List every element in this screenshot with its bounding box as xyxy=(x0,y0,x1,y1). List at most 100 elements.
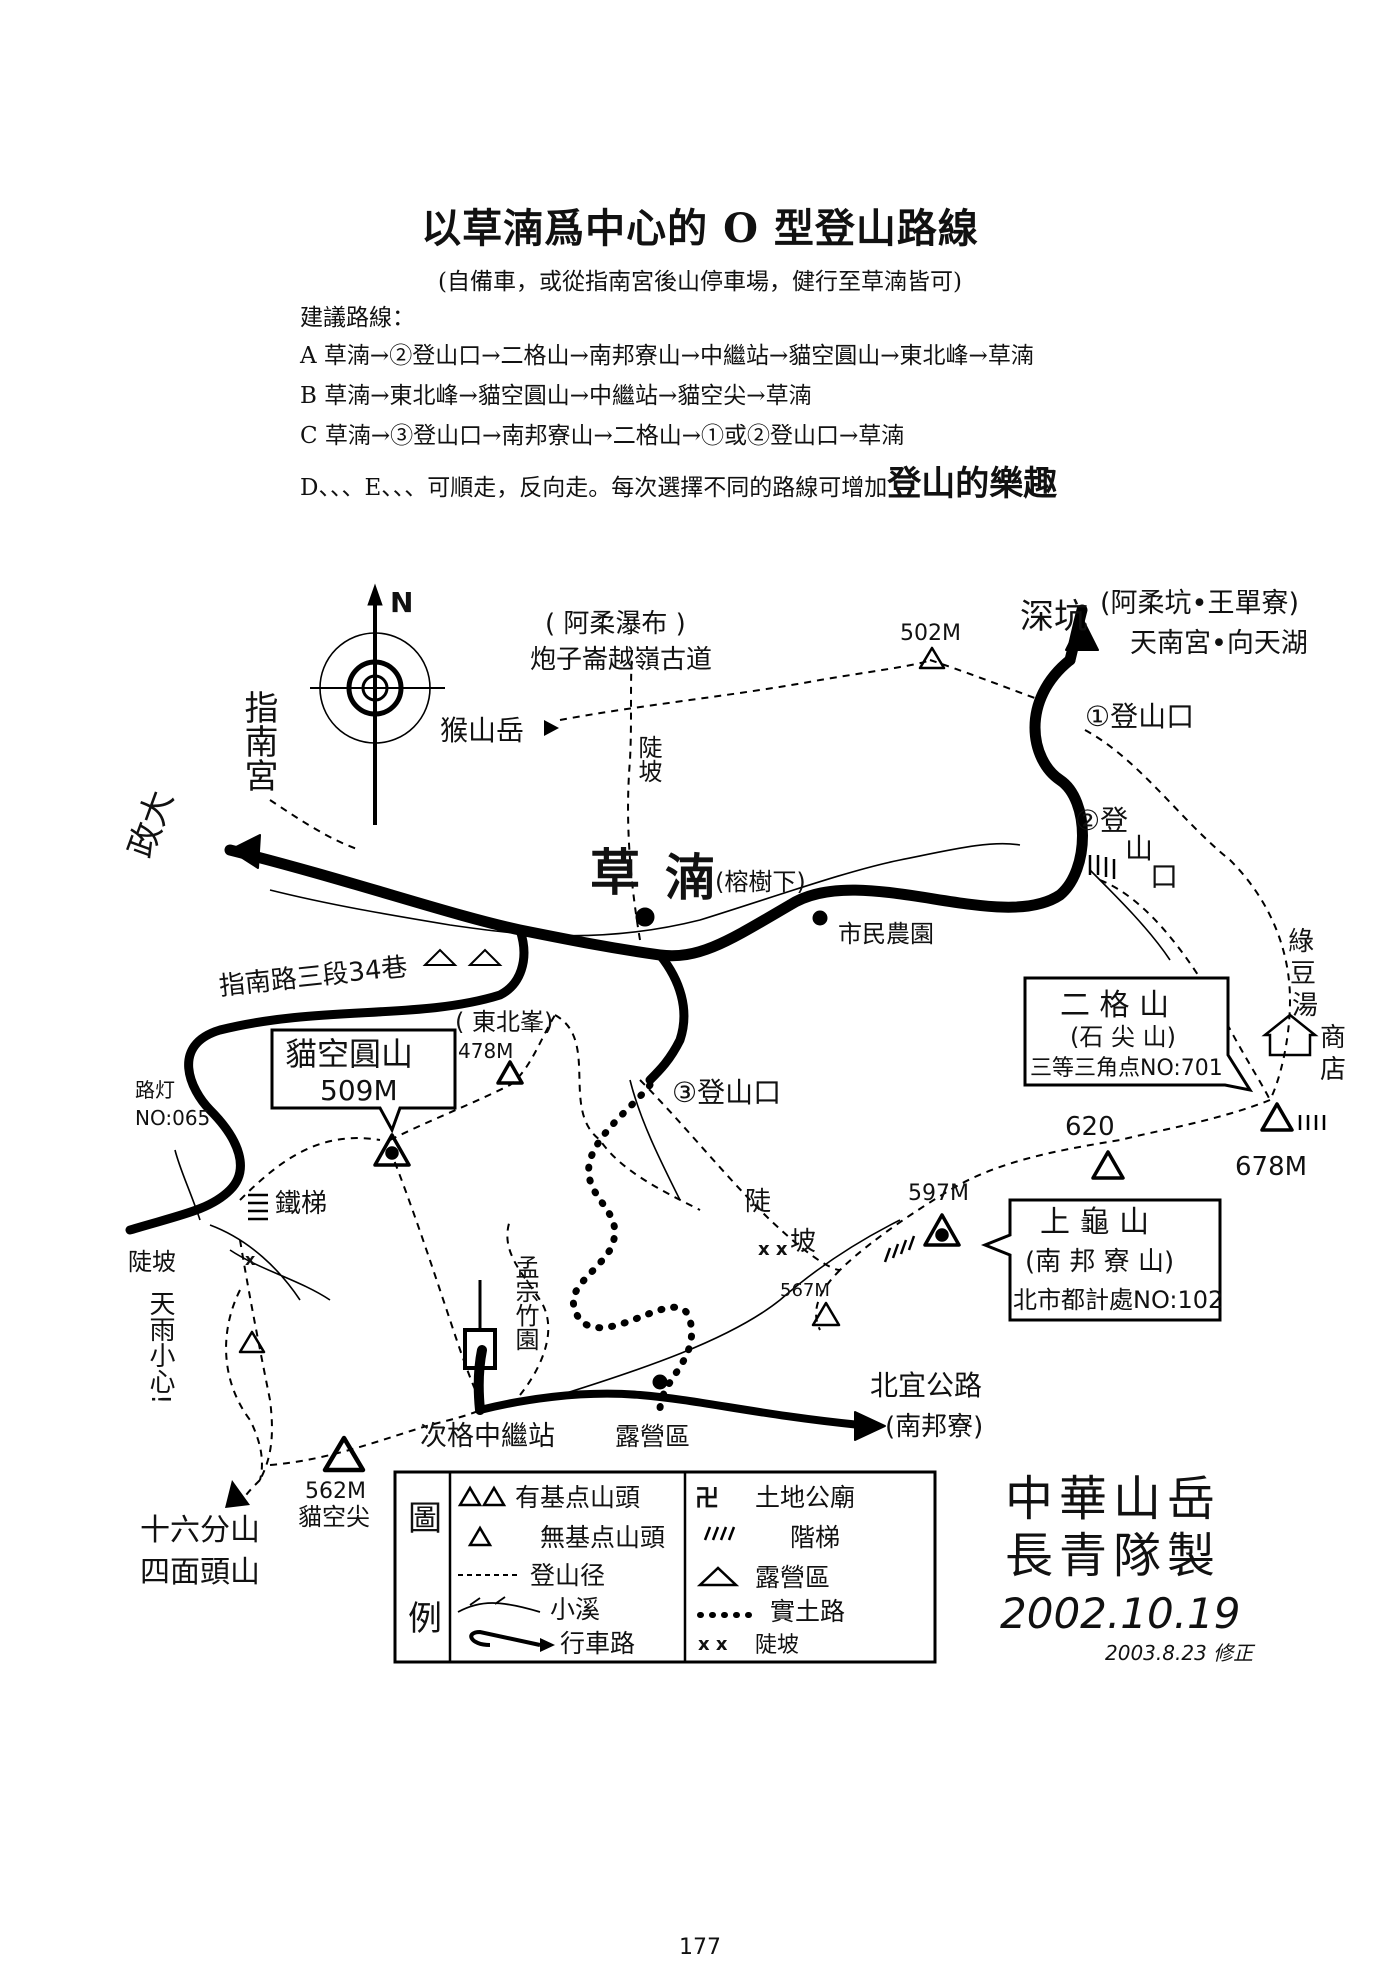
label-shanggui-title: 上 龜 山 xyxy=(1040,1205,1149,1240)
caonan-dot xyxy=(635,907,655,927)
trail-620 xyxy=(839,1099,1271,1271)
stream-southwest xyxy=(174,1149,331,1301)
steps-iron-ladder xyxy=(248,1193,268,1221)
stream-main xyxy=(269,842,1021,937)
label-caonan-a: 草 xyxy=(590,844,640,902)
map-symbols: x x x xyxy=(245,855,1326,1390)
trail-west-south xyxy=(225,1239,273,1481)
camp-tent-1 xyxy=(422,948,458,966)
label-shiliufen: 十六分山 xyxy=(140,1513,260,1548)
label-ergeshan-code: 三等三角点NO:701 xyxy=(1030,1056,1223,1081)
legend-icon-base-peak xyxy=(457,1485,507,1507)
streams xyxy=(174,842,1171,1396)
label-mungtang-e: 店 xyxy=(1320,1055,1346,1085)
legend-item-no-base-peak: 無基点山頭 xyxy=(540,1523,665,1552)
label-iron-ladder: 鐵梯 xyxy=(275,1189,327,1219)
label-mengzong: 孟宗竹園 xyxy=(511,1255,539,1351)
trail-houshan xyxy=(559,659,931,721)
label-waterfall-2: 炮子崙越嶺古道 xyxy=(530,645,712,675)
trail-562 xyxy=(269,1409,481,1466)
label-houshanyue: 猴山岳 xyxy=(440,714,524,747)
label-station: 次格中繼站 xyxy=(420,1421,555,1452)
trail-mengzong xyxy=(506,1219,550,1396)
label-maokong-elev: 509M xyxy=(320,1074,398,1107)
legend-item-base-peak: 有基点山頭 xyxy=(515,1483,640,1512)
label-trailhead2-a: ②登 xyxy=(1075,804,1128,837)
legend-item-road: 行車路 xyxy=(560,1629,635,1658)
steep-xx-west: x xyxy=(245,1250,256,1269)
peak-597-dot xyxy=(935,1228,949,1242)
road-to-zhengda-arrow xyxy=(229,834,261,869)
legend-icon-steep: x x xyxy=(698,1634,728,1655)
legend-label-b: 例 xyxy=(408,1599,442,1639)
label-mungtang-c: 湯 xyxy=(1292,991,1318,1021)
credit-revised: 2003.8.23 修正 xyxy=(1105,1641,1256,1665)
label-nanbang: (南邦寮) xyxy=(885,1412,983,1442)
page-subtitle: (自備車，或從指南宮後山停車場，健行至草湳皆可) xyxy=(438,269,962,295)
label-beiyi: 北宜公路 xyxy=(870,1369,982,1402)
beiyi-road xyxy=(476,1389,864,1429)
label-steep-north: 陡坡 xyxy=(634,735,662,783)
legend-item-trail: 登山径 xyxy=(530,1561,605,1590)
page-title: 以草湳爲中心的 O 型登山路線 xyxy=(421,205,979,252)
peak-678-icon xyxy=(1260,1102,1294,1132)
label-camp: 露營區 xyxy=(615,1422,690,1451)
legend-label-a: 圖 xyxy=(408,1499,442,1539)
label-shanggui-code: 北市都計處NO:102 xyxy=(1013,1286,1223,1314)
steps-678 xyxy=(1298,1115,1326,1130)
ergeshan-box xyxy=(1023,976,1254,1093)
steps-597 xyxy=(883,1235,916,1263)
shanggui-box xyxy=(980,1198,1222,1322)
station-road xyxy=(473,1345,487,1415)
beiyi-arrow xyxy=(854,1411,886,1441)
peak-maokong-dot xyxy=(385,1146,399,1160)
stream-east xyxy=(1089,869,1171,961)
label-simiantou: 四面頭山 xyxy=(140,1555,260,1590)
legend-icon-stream xyxy=(457,1596,541,1613)
label-farm: 市民農園 xyxy=(838,920,934,948)
trail-mid xyxy=(639,1079,841,1271)
steep-xx-mid: x x xyxy=(758,1239,788,1260)
label-ergeshan-sub: (石 尖 山) xyxy=(1070,1023,1176,1051)
label-zhengda: 政大 xyxy=(121,785,182,863)
label-trailhead2-b: 山 xyxy=(1125,832,1153,865)
credit-line2: 長青隊製 xyxy=(1005,1528,1221,1584)
peak-562-icon xyxy=(322,1435,366,1473)
label-streetlight-1: 路灯 xyxy=(135,1078,175,1102)
trail-north xyxy=(627,649,641,941)
shenkeng-arrow xyxy=(1065,617,1099,651)
legend-icon-shrine: 卍 xyxy=(695,1484,719,1512)
camp-dot xyxy=(652,1374,668,1390)
credit: 中華山岳 長青隊製 2002.10.19 2003.8.23 修正 xyxy=(1000,1471,1256,1665)
label-trailhead3: ③登山口 xyxy=(672,1076,781,1109)
maokong-box xyxy=(270,1028,457,1134)
routes-heading: 建議路線： xyxy=(300,305,415,331)
label-peak478: 478M xyxy=(458,1039,513,1063)
stream-bottom xyxy=(559,1219,901,1396)
roads xyxy=(125,604,1099,1441)
label-mungtang-a: 綠 xyxy=(1288,927,1314,957)
label-ergeshan-title: 二 格 山 xyxy=(1060,988,1169,1023)
legend-icon-road xyxy=(469,1629,541,1647)
route-list: 建議路線： A 草湳→②登山口→二格山→南邦寮山→中繼站→貓空圓山→東北峰→草湳… xyxy=(300,300,1057,504)
peak-markers xyxy=(238,646,1294,1473)
trail-ring-east xyxy=(1084,729,1292,1101)
west-road xyxy=(125,925,529,1235)
peak-620-icon xyxy=(1091,1150,1125,1180)
label-waterfall-1: ( 阿柔瀑布 ) xyxy=(545,609,686,639)
label-trailhead2-c: 口 xyxy=(1150,860,1178,893)
label-lane: 指南路三段34巷 xyxy=(218,952,409,1002)
label-caonan-b: 湳 xyxy=(665,849,715,907)
legend-icon-steps xyxy=(703,1526,736,1541)
route-tip-text: D、、、E、、、可順走，反向走。每次選擇不同的路線可增加 xyxy=(300,475,888,501)
route-b: B 草湳→東北峰→貓空圓山→中繼站→貓空尖→草湳 xyxy=(300,383,812,409)
stream-south xyxy=(629,1079,681,1201)
trail-west-ladder xyxy=(239,1137,381,1201)
south-spur-road xyxy=(645,950,689,1085)
page-number: 177 xyxy=(679,1935,721,1960)
peak-478-icon xyxy=(496,1060,524,1085)
label-caonan-note: (榕樹下) xyxy=(715,868,806,896)
peak-567-icon xyxy=(811,1301,841,1327)
